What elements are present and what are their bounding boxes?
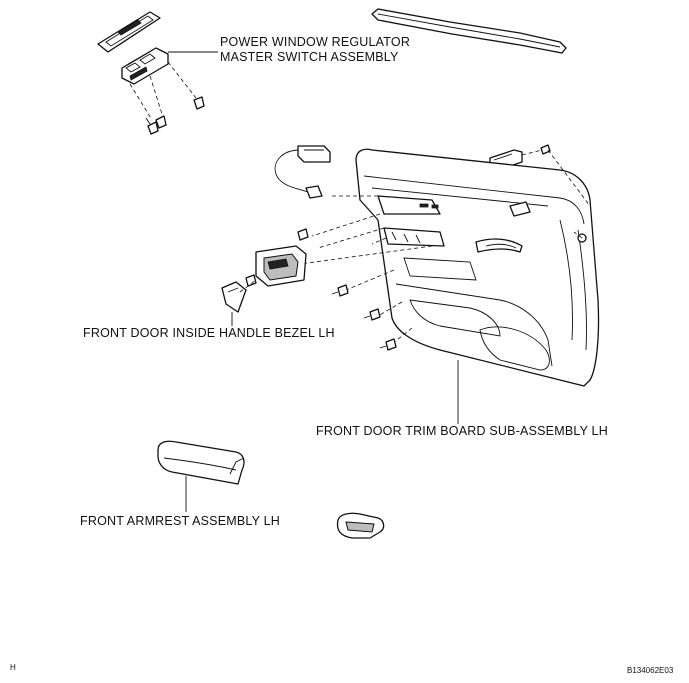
inside-handle-bezel-part bbox=[255, 245, 307, 287]
label-armrest: FRONT ARMREST ASSEMBLY LH bbox=[80, 514, 280, 528]
screw-5 bbox=[245, 274, 257, 287]
door-weatherstrip-part bbox=[371, 8, 567, 54]
corner-mark-right: B134062E03 bbox=[627, 666, 674, 675]
master-switch-part bbox=[121, 47, 169, 85]
label-power-window-line1: POWER WINDOW REGULATOR bbox=[220, 35, 411, 49]
wire-harness-part bbox=[274, 145, 331, 199]
bezel-cover-part bbox=[221, 281, 247, 313]
label-inside-handle-bezel: FRONT DOOR INSIDE HANDLE BEZEL LH bbox=[83, 326, 335, 340]
clip-a bbox=[331, 284, 349, 297]
clip-b bbox=[363, 308, 381, 321]
corner-mark-left: H bbox=[10, 663, 16, 672]
screw-4 bbox=[297, 228, 309, 241]
screw-2 bbox=[155, 115, 167, 129]
armrest-part bbox=[157, 440, 245, 485]
door-trim-board-part bbox=[355, 148, 600, 387]
screw-1 bbox=[145, 117, 159, 135]
switch-bezel-part bbox=[97, 11, 161, 53]
screw-3 bbox=[193, 96, 205, 110]
clip-c bbox=[379, 338, 397, 351]
label-trim-board: FRONT DOOR TRIM BOARD SUB-ASSEMBLY LH bbox=[316, 424, 608, 438]
clip-top bbox=[540, 144, 551, 155]
label-power-window-line2: MASTER SWITCH ASSEMBLY bbox=[220, 50, 399, 64]
cover-part bbox=[336, 512, 385, 539]
